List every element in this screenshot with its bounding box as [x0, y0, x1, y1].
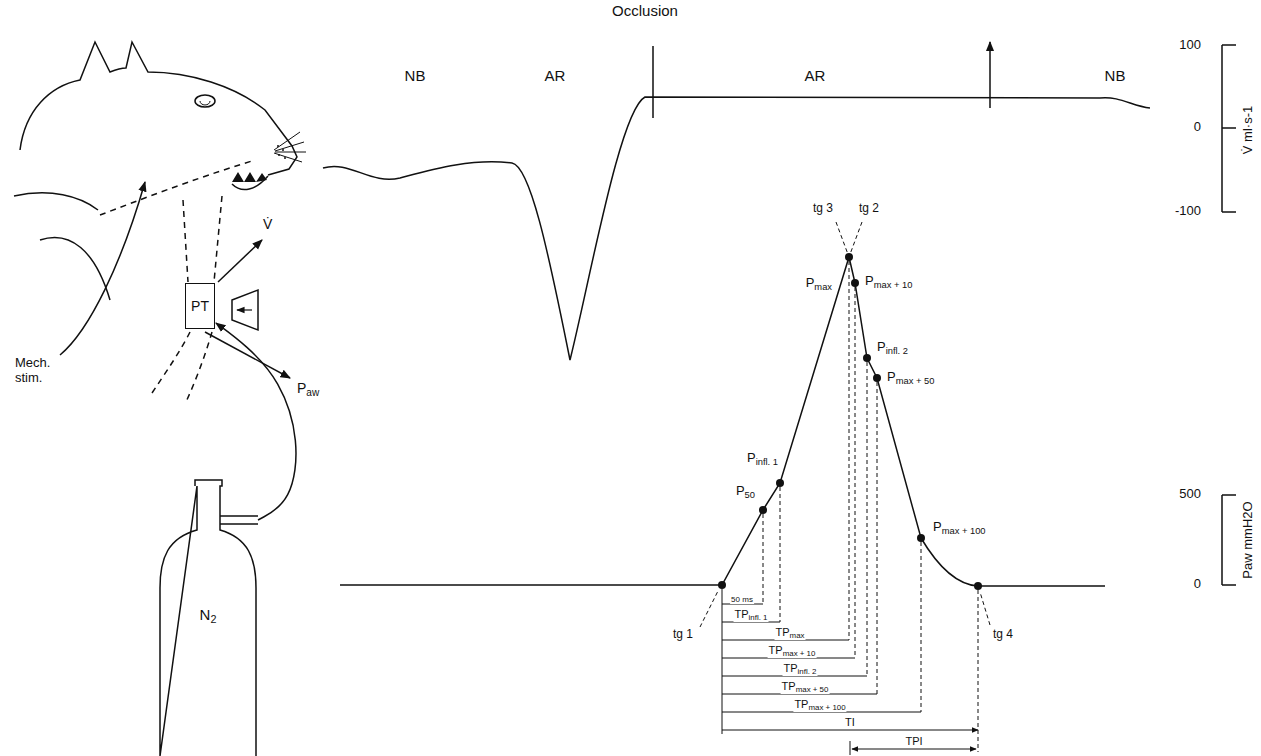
- annotation: tg 1: [672, 628, 694, 642]
- node-label: N2: [200, 606, 217, 625]
- annotation: -100: [1174, 204, 1202, 219]
- annotation: Pinfl. 1: [746, 451, 779, 467]
- time-label: TPI: [904, 735, 923, 748]
- transducer-box: PT: [185, 283, 215, 329]
- gas-bottle: N2: [158, 478, 258, 756]
- time-label: TI: [844, 716, 856, 729]
- time-label: TPmax + 100: [793, 698, 846, 712]
- construction-lines: [700, 222, 990, 752]
- annotation: tg 4: [992, 628, 1014, 642]
- time-label: TPmax + 10: [768, 644, 817, 658]
- annotation: Mech. stim.: [14, 356, 60, 386]
- time-label: 50 ms: [730, 595, 754, 604]
- annotation: NB: [404, 67, 427, 84]
- annotation: Paw: [296, 380, 320, 398]
- annotation: Pmax + 10: [864, 274, 913, 290]
- time-brackets: [722, 589, 978, 755]
- time-label: TPmax: [775, 626, 806, 640]
- annotation: NB: [1104, 67, 1127, 84]
- annotation: 0: [1193, 577, 1202, 592]
- annotation: Occlusion: [611, 2, 679, 19]
- annotation: P50: [735, 484, 756, 500]
- time-label: TPinfl. 1: [734, 608, 769, 622]
- annotation: tg 2: [858, 202, 880, 216]
- points: [718, 253, 982, 590]
- node-label: PT: [191, 298, 209, 314]
- annotation: tg 3: [812, 202, 834, 216]
- gas-tube: [216, 323, 296, 520]
- time-label: TPinfl. 2: [783, 662, 818, 676]
- annotation: AR: [804, 67, 827, 84]
- time-label: TPmax + 50: [781, 680, 830, 694]
- teeth: [232, 145, 286, 182]
- annotation: 0: [1193, 120, 1202, 135]
- axis-label: V̇ ml·s-1: [1241, 105, 1256, 155]
- annotation: 500: [1178, 487, 1202, 502]
- annotation: Pinfl. 2: [876, 340, 909, 356]
- axis-label: Paw mmH2O: [1241, 500, 1256, 579]
- cat-drawing: [14, 42, 306, 402]
- annotation: Pmax: [805, 276, 833, 292]
- annotation: 100: [1178, 38, 1202, 53]
- annotation: Pmax + 50: [886, 370, 935, 386]
- annotation: Pmax + 100: [932, 520, 987, 536]
- annotation: AR: [544, 67, 567, 84]
- annotation: V̇: [262, 216, 273, 232]
